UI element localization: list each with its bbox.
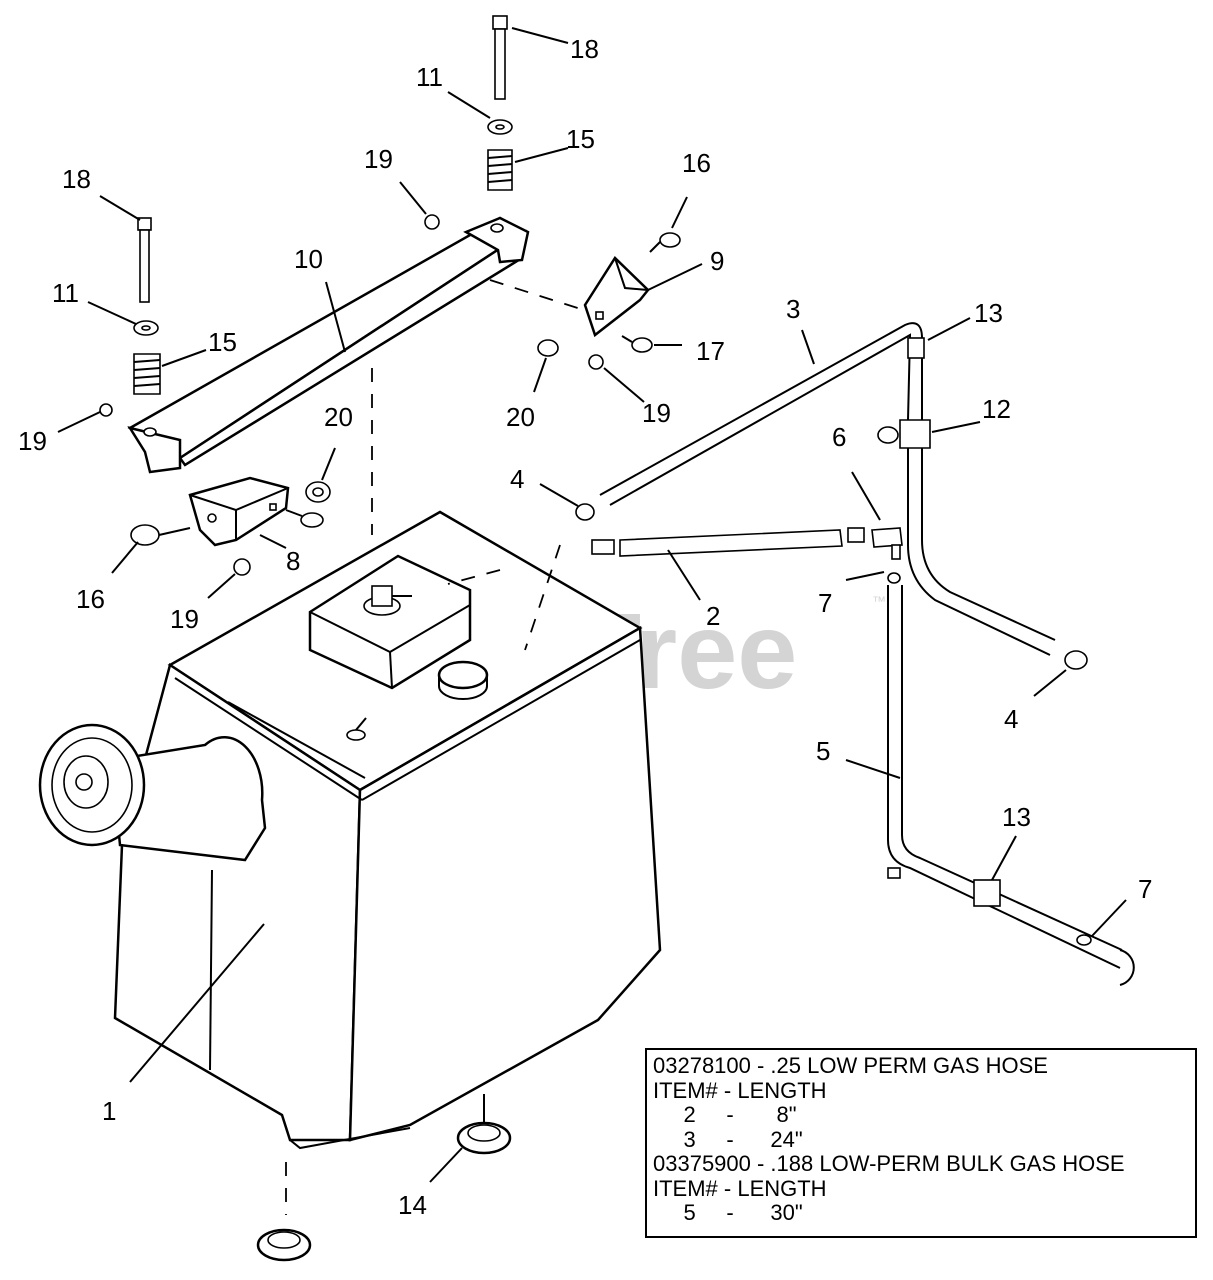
- fitting-7-lower: [1076, 934, 1092, 946]
- callout-15-right: 15: [566, 124, 595, 154]
- hose-5: [887, 572, 1135, 986]
- washer-left: [133, 320, 159, 336]
- hose-table-row: 03375900 - .188 LOW-PERM BULK GAS HOSE: [653, 1151, 1125, 1176]
- callout-19-top: 19: [364, 144, 393, 174]
- callout-19-left: 19: [18, 426, 47, 456]
- hose-table-row: 03278100 - .25 LOW PERM GAS HOSE: [653, 1053, 1048, 1078]
- callout-7-upper: 7: [818, 588, 832, 618]
- callout-1: 1: [102, 1096, 116, 1126]
- callout-13-top: 13: [974, 298, 1003, 328]
- callout-5: 5: [816, 736, 830, 766]
- bracket-9: [583, 256, 650, 338]
- grommet-lower: [256, 1228, 312, 1262]
- callout-11-left: 11: [52, 278, 79, 308]
- callout-7-lower: 7: [1138, 874, 1152, 904]
- callout-12: 12: [982, 394, 1011, 424]
- callout-6: 6: [832, 422, 846, 452]
- hose-table-row: 2 - 8": [653, 1102, 797, 1127]
- callout-8: 8: [286, 546, 300, 576]
- callout-15-left: 15: [208, 327, 237, 357]
- callout-13-bottom: 13: [1002, 802, 1031, 832]
- fuel-tank: [38, 510, 662, 1150]
- nut-20-left: [305, 481, 331, 503]
- clamp-13-bottom: [973, 879, 1001, 907]
- callout-14: 14: [398, 1190, 427, 1220]
- bolt-right: [492, 15, 508, 100]
- callouts: 18 11 15 19 18 11 15 10 19 20 16 8 19 16…: [18, 34, 1152, 1220]
- nut-19-top: [424, 214, 440, 230]
- spring-right: [487, 149, 513, 191]
- hose-table-row: ITEM# - LENGTH: [653, 1077, 827, 1103]
- nut-19-right: [588, 354, 604, 370]
- push-pin-8-rivet: [285, 509, 324, 528]
- clamp-12: [877, 419, 931, 449]
- hose-2: [591, 527, 865, 557]
- washer-right: [487, 119, 513, 135]
- push-pin-16-right: [649, 232, 681, 253]
- callout-10: 10: [294, 244, 323, 274]
- leader-lines: [57, 27, 1127, 1183]
- hose-table-row: 5 - 30": [653, 1200, 803, 1225]
- bolt-left: [137, 217, 152, 303]
- watermark-trademark: ™: [872, 593, 886, 609]
- callout-18-left: 18: [62, 164, 91, 194]
- nut-19-lower: [233, 558, 251, 576]
- callout-19-right: 19: [642, 398, 671, 428]
- callout-11-right: 11: [416, 62, 443, 92]
- nut-20-right: [537, 339, 559, 357]
- callout-20-left: 20: [324, 402, 353, 432]
- tee-fitting-6: [871, 527, 903, 560]
- hose-length-table: 03278100 - .25 LOW PERM GAS HOSE ITEM# -…: [645, 1048, 1197, 1238]
- callout-16-right: 16: [682, 148, 711, 178]
- callout-3: 3: [786, 294, 800, 324]
- callout-20-right: 20: [506, 402, 535, 432]
- grommet-upper: [456, 1121, 512, 1155]
- fitting-4-upper: [575, 503, 595, 521]
- hose-3: [599, 322, 1056, 656]
- callout-9: 9: [710, 246, 724, 276]
- tank-strap-bracket: [127, 216, 530, 474]
- fitting-4-lower: [1064, 650, 1088, 670]
- callout-4-upper: 4: [510, 464, 524, 494]
- hose-table-row: 3 - 24": [653, 1126, 803, 1152]
- callout-17: 17: [696, 336, 725, 366]
- push-pin-17: [621, 335, 653, 353]
- push-pin-16-left: [130, 524, 191, 546]
- callout-19-lower: 19: [170, 604, 199, 634]
- spring-left: [133, 353, 161, 395]
- nut-19-left: [99, 403, 113, 417]
- bracket-8: [188, 476, 290, 547]
- clamp-13-top: [907, 337, 925, 359]
- hose-table-row: ITEM# - LENGTH: [653, 1175, 827, 1201]
- callout-4-lower: 4: [1004, 704, 1018, 734]
- callout-18-right: 18: [570, 34, 599, 64]
- callout-16-left: 16: [76, 584, 105, 614]
- callout-2: 2: [706, 601, 720, 631]
